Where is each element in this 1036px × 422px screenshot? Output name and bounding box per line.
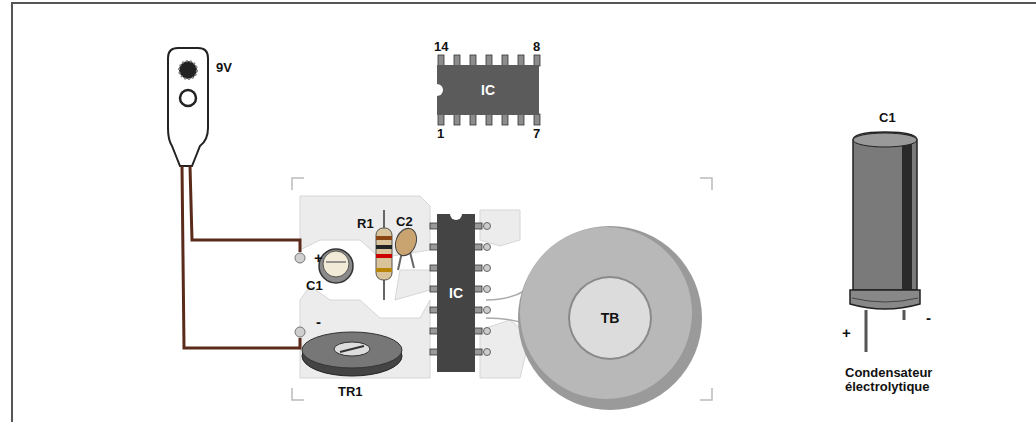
- ic-chip: IC: [437, 214, 475, 372]
- electrolytic-capacitor: [850, 132, 920, 352]
- part-label: +: [842, 325, 851, 342]
- part-label: 14: [434, 40, 448, 54]
- part-label: -: [316, 314, 321, 331]
- trimmer-tr1: [302, 332, 402, 376]
- frame: [12, 3, 1036, 422]
- part-label: 1: [437, 127, 444, 141]
- resistor-r1: [376, 210, 392, 300]
- part-label: 9V: [216, 61, 232, 75]
- battery-wire: [182, 166, 300, 348]
- part-label: +: [314, 250, 323, 267]
- solder-pad: [295, 253, 305, 263]
- capacitor-c2: [392, 225, 420, 270]
- part-label: -: [926, 310, 931, 327]
- pcb: [292, 178, 712, 400]
- battery-clip: [168, 48, 208, 166]
- ic-notch: [450, 208, 462, 220]
- part-label: IC: [481, 82, 495, 98]
- ic-notch: [431, 84, 443, 96]
- caption-text: Condensateur électrolytique: [845, 366, 955, 395]
- part-label: C1: [879, 111, 896, 125]
- toroid-core: TB: [570, 278, 650, 358]
- part-label: 8: [533, 40, 540, 54]
- ic-pins: [438, 55, 540, 125]
- part-label: IC: [449, 285, 463, 301]
- toroid-tb: [518, 226, 702, 410]
- part-label: 7: [533, 127, 540, 141]
- ic-chip: IC: [437, 65, 539, 115]
- part-label: C1: [306, 279, 323, 293]
- part-label: TB: [601, 310, 620, 326]
- capacitor-c1: [319, 249, 353, 283]
- solder-pad: [295, 327, 305, 337]
- part-label: R1: [357, 217, 374, 231]
- part-label: TR1: [338, 385, 363, 399]
- part-label: C2: [396, 215, 413, 229]
